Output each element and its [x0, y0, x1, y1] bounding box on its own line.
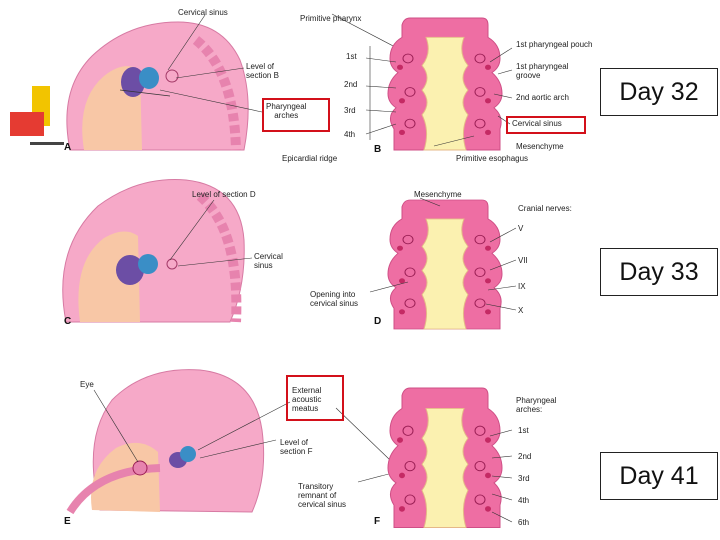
letter-c: C — [64, 316, 72, 327]
day-41-box: Day 41 — [600, 452, 718, 500]
section-b — [387, 17, 503, 151]
label-arch-2nd-f: 2nd — [518, 452, 532, 461]
label-epicardial-ridge: Epicardial ridge — [282, 154, 338, 163]
label-level-of-section-b: Level of section B — [246, 62, 279, 80]
label-pharyngeal-arches: Pharyngeal arches — [266, 102, 307, 120]
label-arch-6th-f: 6th — [518, 518, 530, 527]
label-1st-pharyngeal-groove: 1st pharyngeal groove — [516, 62, 569, 80]
label-1st-pharyngeal-pouch: 1st pharyngeal pouch — [516, 40, 593, 49]
arch-blue-e — [180, 446, 196, 462]
highlight-external-meatus — [286, 375, 344, 421]
embryo-e — [66, 369, 265, 515]
label-arch-4th-b: 4th — [344, 130, 356, 139]
label-arch-1st-f: 1st — [518, 426, 529, 435]
label-nerve-x: X — [518, 306, 524, 315]
section-d — [387, 199, 503, 330]
section-f — [387, 387, 503, 528]
letter-d: D — [374, 316, 382, 327]
accent-dark-line — [30, 142, 64, 145]
label-pharyngeal-arches-f: Pharyngeal arches: — [516, 396, 557, 414]
day-33-box: Day 33 — [600, 248, 718, 296]
label-cervical-sinus-c: Cervical sinus — [254, 252, 283, 270]
label-mesenchyme-b: Mesenchyme — [516, 142, 564, 151]
label-primitive-pharynx: Primitive pharynx — [300, 14, 362, 23]
label-cervical-sinus-a: Cervical sinus — [178, 8, 228, 17]
highlight-pharyngeal-arches — [262, 98, 330, 132]
letter-b: B — [374, 144, 382, 155]
letter-f: F — [374, 516, 381, 527]
label-arch-2nd-b: 2nd — [344, 80, 358, 89]
label-cranial-nerves: Cranial nerves: — [518, 204, 572, 213]
label-arch-3rd-b: 3rd — [344, 106, 356, 115]
label-2nd-aortic-arch: 2nd aortic arch — [516, 93, 569, 102]
label-arch-1st-b: 1st — [346, 52, 357, 61]
embryo-c — [62, 179, 245, 323]
arch-blue-c — [138, 254, 158, 274]
label-eye: Eye — [80, 380, 94, 389]
arch-purple-a — [121, 67, 145, 97]
label-primitive-esophagus: Primitive esophagus — [456, 154, 529, 163]
arch-purple-c — [116, 255, 144, 285]
letter-a: A — [64, 142, 72, 153]
label-transitory-remnant: Transitory remnant of cervical sinus — [298, 482, 347, 509]
label-nerve-v: V — [518, 224, 524, 233]
letter-e: E — [64, 516, 71, 527]
label-arch-4th-f: 4th — [518, 496, 530, 505]
label-external-acoustic-meatus: External acoustic meatus — [292, 386, 322, 413]
label-nerve-vii: VII — [518, 256, 528, 265]
eye-e — [132, 460, 148, 476]
label-mesenchyme-d: Mesenchyme — [414, 190, 462, 199]
highlight-cervical-sinus — [506, 116, 586, 134]
label-nerve-ix: IX — [518, 282, 526, 291]
label-cervical-sinus-b: Cervical sinus — [512, 119, 562, 128]
label-arch-3rd-f: 3rd — [518, 474, 530, 483]
embryo-a — [66, 21, 249, 151]
arch-blue-a — [139, 67, 159, 89]
day-32-box: Day 32 — [600, 68, 718, 116]
label-level-of-section-f: Level of section F — [280, 438, 313, 456]
accent-red-bar — [10, 112, 44, 136]
label-level-of-section-d: Level of section D — [192, 190, 256, 199]
label-opening-cervical-sinus: Opening into cervical sinus — [310, 290, 359, 308]
